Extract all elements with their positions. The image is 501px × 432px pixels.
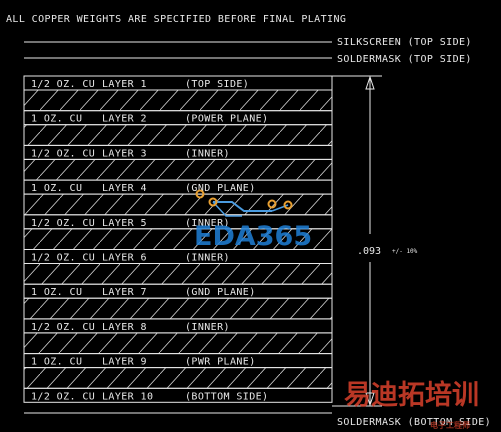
training-watermark: 易迪拓培训 电子工程师 xyxy=(344,380,479,430)
layer-8: 1/2 OZ. CU LAYER 8 (INNER) xyxy=(23,318,333,355)
layer-number: LAYER 3 xyxy=(102,148,147,159)
training-watermark-text: 易迪拓培训 xyxy=(344,380,479,411)
copper-weight: 1/2 OZ. CU xyxy=(31,322,95,333)
layer-3: 1/2 OZ. CU LAYER 3 (INNER) xyxy=(23,144,333,181)
layer-description: (GND PLANE) xyxy=(185,183,256,194)
dimension-arrow-down xyxy=(365,392,375,407)
dielectric-layer xyxy=(23,193,333,216)
watermark-trace xyxy=(213,201,272,212)
soldermask-top-label: SOLDERMASK (TOP SIDE) xyxy=(337,54,472,65)
layer-description: (BOTTOM SIDE) xyxy=(185,391,268,402)
layer-number: LAYER 7 xyxy=(102,287,147,298)
layer-description: (PWR PLANE) xyxy=(185,357,256,368)
layer-description: (INNER) xyxy=(185,148,230,159)
layer-2: 1 OZ. CU LAYER 2 (POWER PLANE) xyxy=(23,110,333,146)
copper-weight: 1/2 OZ. CU xyxy=(31,218,95,229)
layer-6: 1/2 OZ. CU LAYER 6 (INNER) xyxy=(23,249,333,285)
copper-weight: 1/2 OZ. CU xyxy=(31,253,95,264)
layer-description: (INNER) xyxy=(185,218,230,229)
dielectric-layer xyxy=(23,332,333,355)
copper-weight: 1 OZ. CU xyxy=(31,357,82,368)
copper-weight: 1 OZ. CU xyxy=(31,183,82,194)
layer-1: 1/2 OZ. CU LAYER 1 (TOP SIDE) xyxy=(23,75,333,112)
thickness-value: .093 xyxy=(357,246,381,257)
layer-number: LAYER 8 xyxy=(102,322,147,333)
dielectric-layer xyxy=(23,89,333,112)
layer-number: LAYER 4 xyxy=(102,183,147,194)
copper-layer-outline xyxy=(23,387,333,403)
layer-description: (INNER) xyxy=(185,253,230,264)
eda365-watermark: EDA365 xyxy=(194,189,312,252)
layer-description: (TOP SIDE) xyxy=(185,79,249,90)
soldermask-bottom-label: SOLDERMASK (BOTTOM SIDE) xyxy=(337,417,491,428)
layer-number: LAYER 2 xyxy=(102,114,147,125)
layer-number: LAYER 1 xyxy=(102,79,147,90)
watermark-trace-2 xyxy=(212,201,242,217)
layer-number: LAYER 10 xyxy=(102,391,153,402)
layer-number: LAYER 6 xyxy=(102,253,147,264)
watermark-pad-1 xyxy=(195,189,205,199)
copper-weight: 1/2 OZ. CU xyxy=(31,148,95,159)
plating-note: ALL COPPER WEIGHTS ARE SPECIFIED BEFORE … xyxy=(6,14,346,25)
dielectric-layer xyxy=(23,158,333,181)
copper-weight: 1/2 OZ. CU xyxy=(31,391,95,402)
thickness-tolerance: +/- 10% xyxy=(392,248,418,255)
layer-number: LAYER 5 xyxy=(102,218,147,229)
dielectric-layer xyxy=(23,124,333,146)
silkscreen-top-label: SILKSCREEN (TOP SIDE) xyxy=(337,37,472,48)
layer-stack: 1/2 OZ. CU LAYER 1 (TOP SIDE) 1 OZ. CU LAYER… xyxy=(23,75,333,403)
watermark-pad-2 xyxy=(208,197,218,207)
thickness-dimension: .093 +/- 10% xyxy=(332,75,418,407)
copper-weight: 1 OZ. CU xyxy=(31,287,82,298)
layer-9: 1 OZ. CU LAYER 9 (PWR PLANE) xyxy=(23,353,333,389)
layer-description: (INNER) xyxy=(185,322,230,333)
watermark-pad-3 xyxy=(267,199,277,209)
layer-number: LAYER 9 xyxy=(102,357,147,368)
layer-7: 1 OZ. CU LAYER 7 (GND PLANE) xyxy=(23,283,333,320)
dielectric-layer xyxy=(23,367,333,389)
dimension-arrow-up xyxy=(365,75,375,90)
layer-10: 1/2 OZ. CU LAYER 10 (BOTTOM SIDE) xyxy=(23,387,333,403)
layer-description: (GND PLANE) xyxy=(185,287,256,298)
watermark-pad-4 xyxy=(283,200,293,210)
copper-weight: 1/2 OZ. CU xyxy=(31,79,95,90)
dielectric-layer xyxy=(23,297,333,320)
layer-4: 1 OZ. CU LAYER 4 (GND PLANE) xyxy=(23,179,333,216)
dielectric-layer xyxy=(23,263,333,285)
training-watermark-sub: 电子工程师 xyxy=(430,420,470,430)
copper-weight: 1 OZ. CU xyxy=(31,114,82,125)
watermark-logo-text: EDA365 xyxy=(194,221,312,252)
layer-description: (POWER PLANE) xyxy=(185,114,268,125)
layer-5: 1/2 OZ. CU LAYER 5 (INNER) xyxy=(23,214,333,251)
